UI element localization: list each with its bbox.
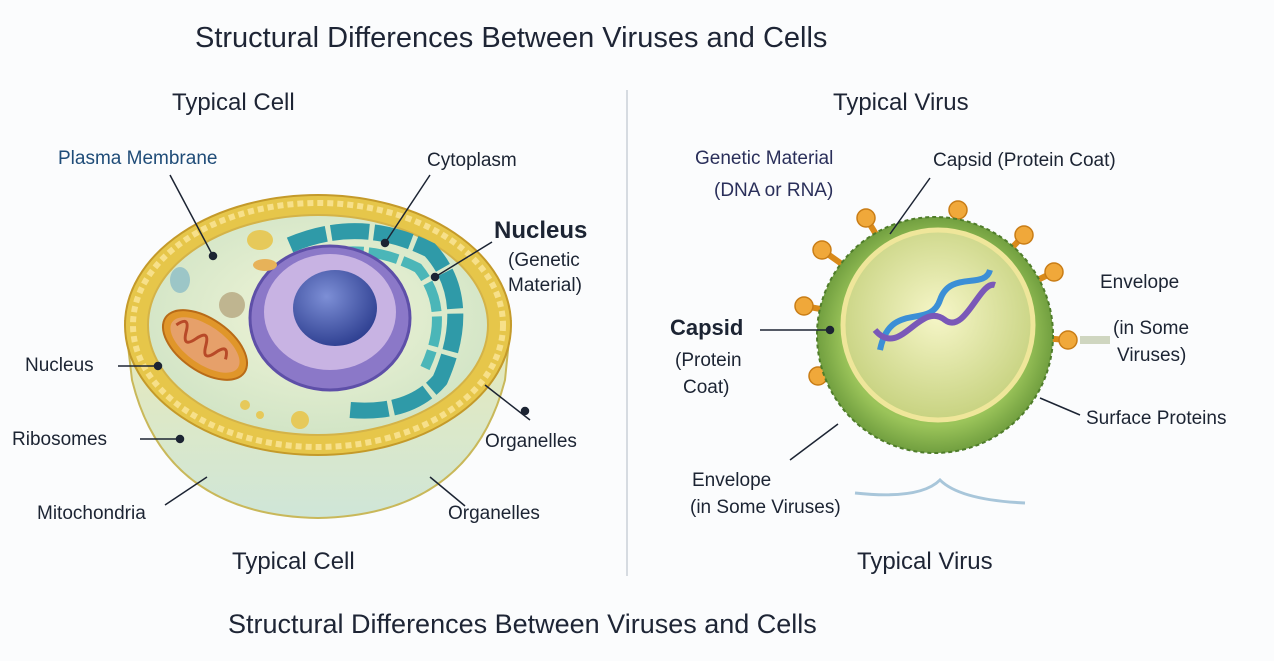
label-organelles-1: Organelles <box>485 431 577 452</box>
label-capsid-left: Capsid <box>670 315 744 340</box>
label-envelope-right: Envelope <box>1100 272 1180 293</box>
label-plasma-membrane: Plasma Membrane <box>58 148 218 169</box>
label-envelope-right-sub1: (in Some <box>1113 318 1190 339</box>
virus-heading: Typical Virus <box>833 89 969 116</box>
cell-caption: Typical Cell <box>232 548 355 575</box>
bottom-title: Structural Differences Between Viruses a… <box>228 609 817 639</box>
label-nucleus-sub1: (Genetic <box>508 250 580 271</box>
virus-illustration <box>794 200 1110 505</box>
label-surface-proteins: Surface Proteins <box>1086 408 1227 429</box>
label-envelope-right-sub2: Viruses) <box>1117 345 1187 366</box>
label-cytoplasm: Cytoplasm <box>427 150 517 171</box>
label-nucleus-main: Nucleus <box>494 217 588 244</box>
virus-caption: Typical Virus <box>857 548 993 575</box>
label-organelles-2: Organelles <box>448 503 540 524</box>
label-genetic-material-sub: (DNA or RNA) <box>714 180 834 201</box>
label-nucleus-sub2: Material) <box>508 275 582 296</box>
label-capsid-left-sub1: (Protein <box>675 350 742 371</box>
label-mitochondria: Mitochondria <box>37 503 146 524</box>
leader-lines <box>118 174 1081 507</box>
label-genetic-material: Genetic Material <box>695 148 834 169</box>
label-capsid-top: Capsid (Protein Coat) <box>933 150 1116 171</box>
label-ribosomes: Ribosomes <box>12 429 108 450</box>
label-nucleus-left: Nucleus <box>25 355 94 376</box>
cell-heading: Typical Cell <box>172 89 295 116</box>
cell-illustration <box>124 194 512 520</box>
label-envelope-bottom: Envelope <box>692 470 772 491</box>
label-envelope-bottom-sub: (in Some Viruses) <box>690 497 841 518</box>
page-title: Structural Differences Between Viruses a… <box>195 22 828 54</box>
label-capsid-left-sub2: Coat) <box>683 377 730 398</box>
